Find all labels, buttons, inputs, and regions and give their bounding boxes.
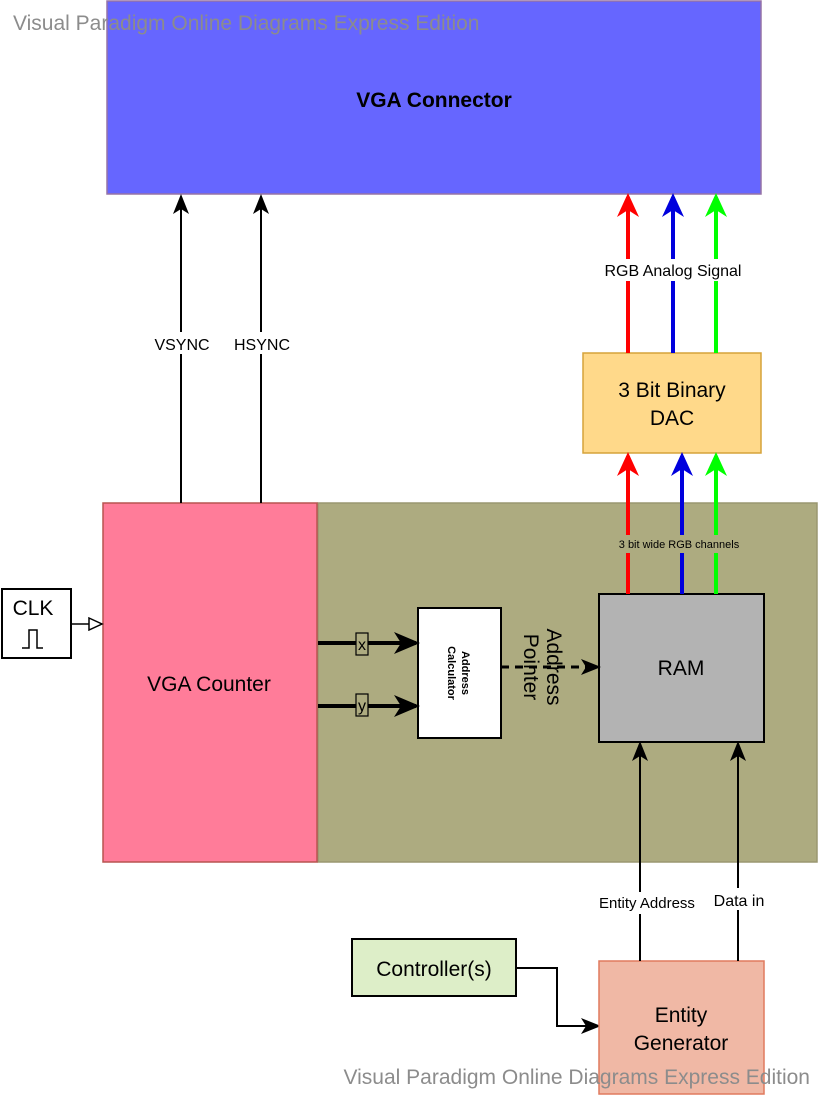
entity-address-label-bg	[592, 892, 702, 914]
address-calculator-label-line1: Address	[459, 651, 471, 695]
x-bus-label: x	[358, 637, 366, 654]
rgb-channels-label-bg	[609, 535, 749, 553]
y-bus-label: y	[358, 698, 366, 715]
watermark-bottom: Visual Paradigm Online Diagrams Express …	[344, 1066, 811, 1089]
vga-counter-label: VGA Counter	[147, 673, 271, 696]
vga-counter-block[interactable]	[102, 502, 318, 863]
controller-to-entity-line	[516, 967, 601, 1034]
address-pointer-label-line2: Pointer	[519, 634, 542, 701]
hsync-label-bg	[225, 332, 299, 354]
vsync-label: VSYNC	[154, 337, 209, 354]
dac-label-line2: DAC	[650, 407, 694, 430]
vga-connector-label: VGA Connector	[356, 89, 512, 112]
hsync-label: HSYNC	[234, 337, 290, 354]
entity-address-label: Entity Address	[599, 895, 695, 912]
data-in-label-bg	[706, 888, 770, 910]
dac-block[interactable]	[582, 352, 762, 454]
ram-block[interactable]	[598, 593, 765, 743]
ram-label: RAM	[658, 657, 705, 680]
controller-label: Controller(s)	[376, 958, 492, 981]
rgb-channels-label: 3 bit wide RGB channels	[619, 539, 740, 551]
vsync-label-bg	[146, 332, 218, 354]
vga-connector-block[interactable]	[106, 0, 762, 195]
y-bus-tag	[355, 693, 369, 717]
address-calculator-label-line2: Calculator	[445, 646, 457, 701]
controller-block[interactable]	[351, 938, 517, 997]
rgb-analog-label-bg	[593, 259, 753, 281]
address-pointer-label-line1: Address	[542, 628, 565, 705]
rgb-analog-label: RGB Analog Signal	[605, 263, 742, 280]
x-bus-tag	[355, 632, 369, 656]
clk-label: CLK	[13, 597, 54, 620]
dac-label-line1: 3 Bit Binary	[618, 379, 726, 402]
entity-generator-label-line2: Generator	[634, 1032, 729, 1055]
data-in-label: Data in	[714, 893, 765, 910]
clock-pulse-icon	[22, 629, 43, 649]
entity-generator-block[interactable]	[598, 960, 765, 1095]
address-calculator-block[interactable]	[417, 607, 502, 739]
entity-generator-label-line1: Entity	[655, 1004, 708, 1027]
watermark-top: Visual Paradigm Online Diagrams Express …	[13, 12, 480, 35]
